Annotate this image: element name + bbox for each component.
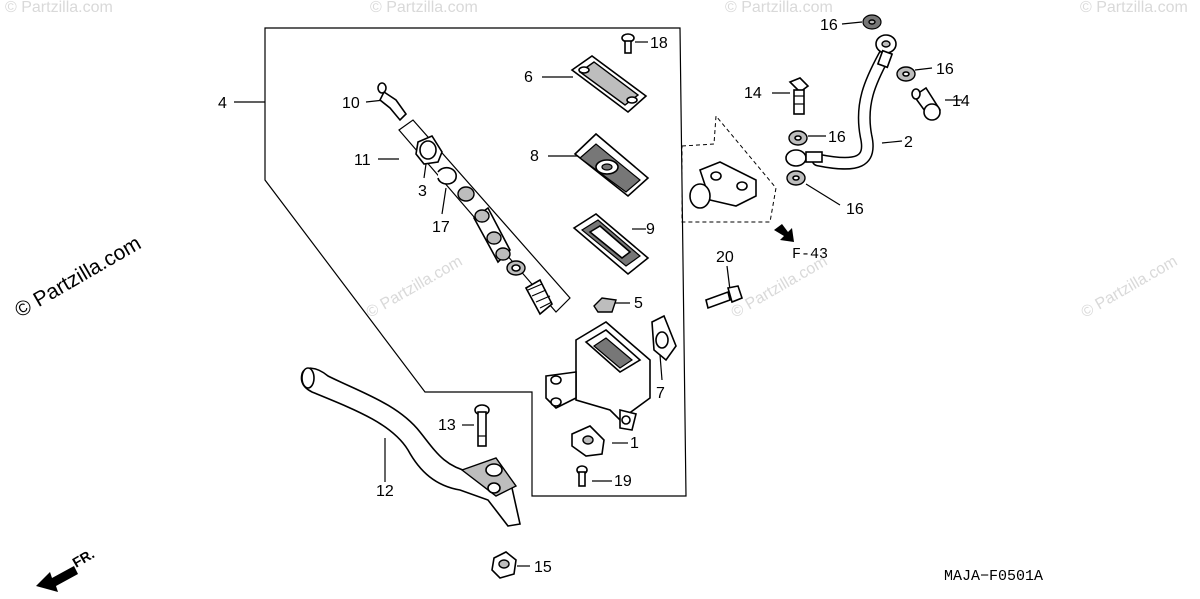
callout-13: 13	[438, 417, 456, 434]
bolt-14b-part	[911, 86, 942, 121]
watermark-text: © Partzilla.com	[5, 0, 113, 16]
callout-9: 9	[646, 221, 655, 238]
screw-19-part	[576, 465, 588, 487]
callout-14: 14	[952, 93, 970, 110]
callout-3: 3	[418, 183, 427, 200]
pivot-bolt-part	[377, 82, 408, 122]
reference-arrow-icon	[774, 224, 794, 242]
brake-lever-part	[300, 367, 521, 527]
cup-part	[506, 260, 526, 276]
assembly-outline	[264, 27, 687, 497]
washer-16d-part	[786, 170, 806, 186]
holder-clamp-part	[651, 314, 677, 362]
brake-switch-part	[571, 425, 605, 457]
callout-14: 14	[744, 85, 762, 102]
callout-15: 15	[534, 559, 552, 576]
diaphragm-part	[572, 213, 650, 276]
reservoir-cap-part	[570, 55, 648, 114]
callout-4: 4	[218, 95, 227, 112]
watermark-text: © Partzilla.com	[11, 232, 145, 323]
circlip-part	[437, 166, 475, 202]
watermark-text: © Partzilla.com	[370, 0, 478, 16]
diaphragm-plate-part	[573, 132, 650, 198]
spring-part	[524, 278, 553, 316]
watermark-text: © Partzilla.com	[725, 0, 833, 16]
bolt-14-part	[788, 77, 810, 115]
piston-part	[472, 206, 511, 264]
float-part	[593, 297, 617, 313]
mounting-bracket-part	[689, 161, 757, 209]
callout-5: 5	[634, 295, 643, 312]
watermark-text: © Partzilla.com	[1080, 0, 1188, 16]
lever-pivot-bolt-part	[474, 404, 490, 447]
front-direction-arrow-icon	[36, 566, 78, 592]
callout-labels: 4 10 11 3 17 6 8 9 5 7 1 19 18 13 12 15 …	[218, 17, 970, 576]
reference-label: F-43	[792, 246, 828, 263]
watermark-text: © Partzilla.com	[1079, 253, 1181, 322]
callout-16: 16	[936, 61, 954, 78]
mounting-detail-outline	[681, 114, 777, 223]
brake-hose-part	[785, 34, 897, 170]
bolt-20-part	[705, 285, 743, 310]
boot-part	[415, 134, 443, 165]
callout-7: 7	[656, 385, 665, 402]
callout-12: 12	[376, 483, 394, 500]
washer-16c-part	[788, 130, 808, 146]
callout-2: 2	[904, 134, 913, 151]
callout-20: 20	[716, 249, 734, 266]
callout-19: 19	[614, 473, 632, 490]
callout-16: 16	[820, 17, 838, 34]
nut-15-part	[491, 551, 517, 579]
washer-16b-part	[896, 66, 916, 82]
callout-18: 18	[650, 35, 668, 52]
callout-1: 1	[630, 435, 639, 452]
master-cylinder-body-part	[545, 321, 651, 431]
screw-18-part	[621, 33, 635, 54]
drawing-code: MAJA−F0501A	[944, 568, 1043, 585]
callout-17: 17	[432, 219, 450, 236]
callout-10: 10	[342, 95, 360, 112]
callout-6: 6	[524, 69, 533, 86]
callout-8: 8	[530, 148, 539, 165]
callout-11: 11	[354, 152, 371, 169]
washer-16-part	[862, 14, 882, 30]
callout-16: 16	[846, 201, 864, 218]
callout-16: 16	[828, 129, 846, 146]
watermark-text: © Partzilla.com	[729, 253, 831, 322]
watermark-text: © Partzilla.com	[364, 253, 466, 322]
